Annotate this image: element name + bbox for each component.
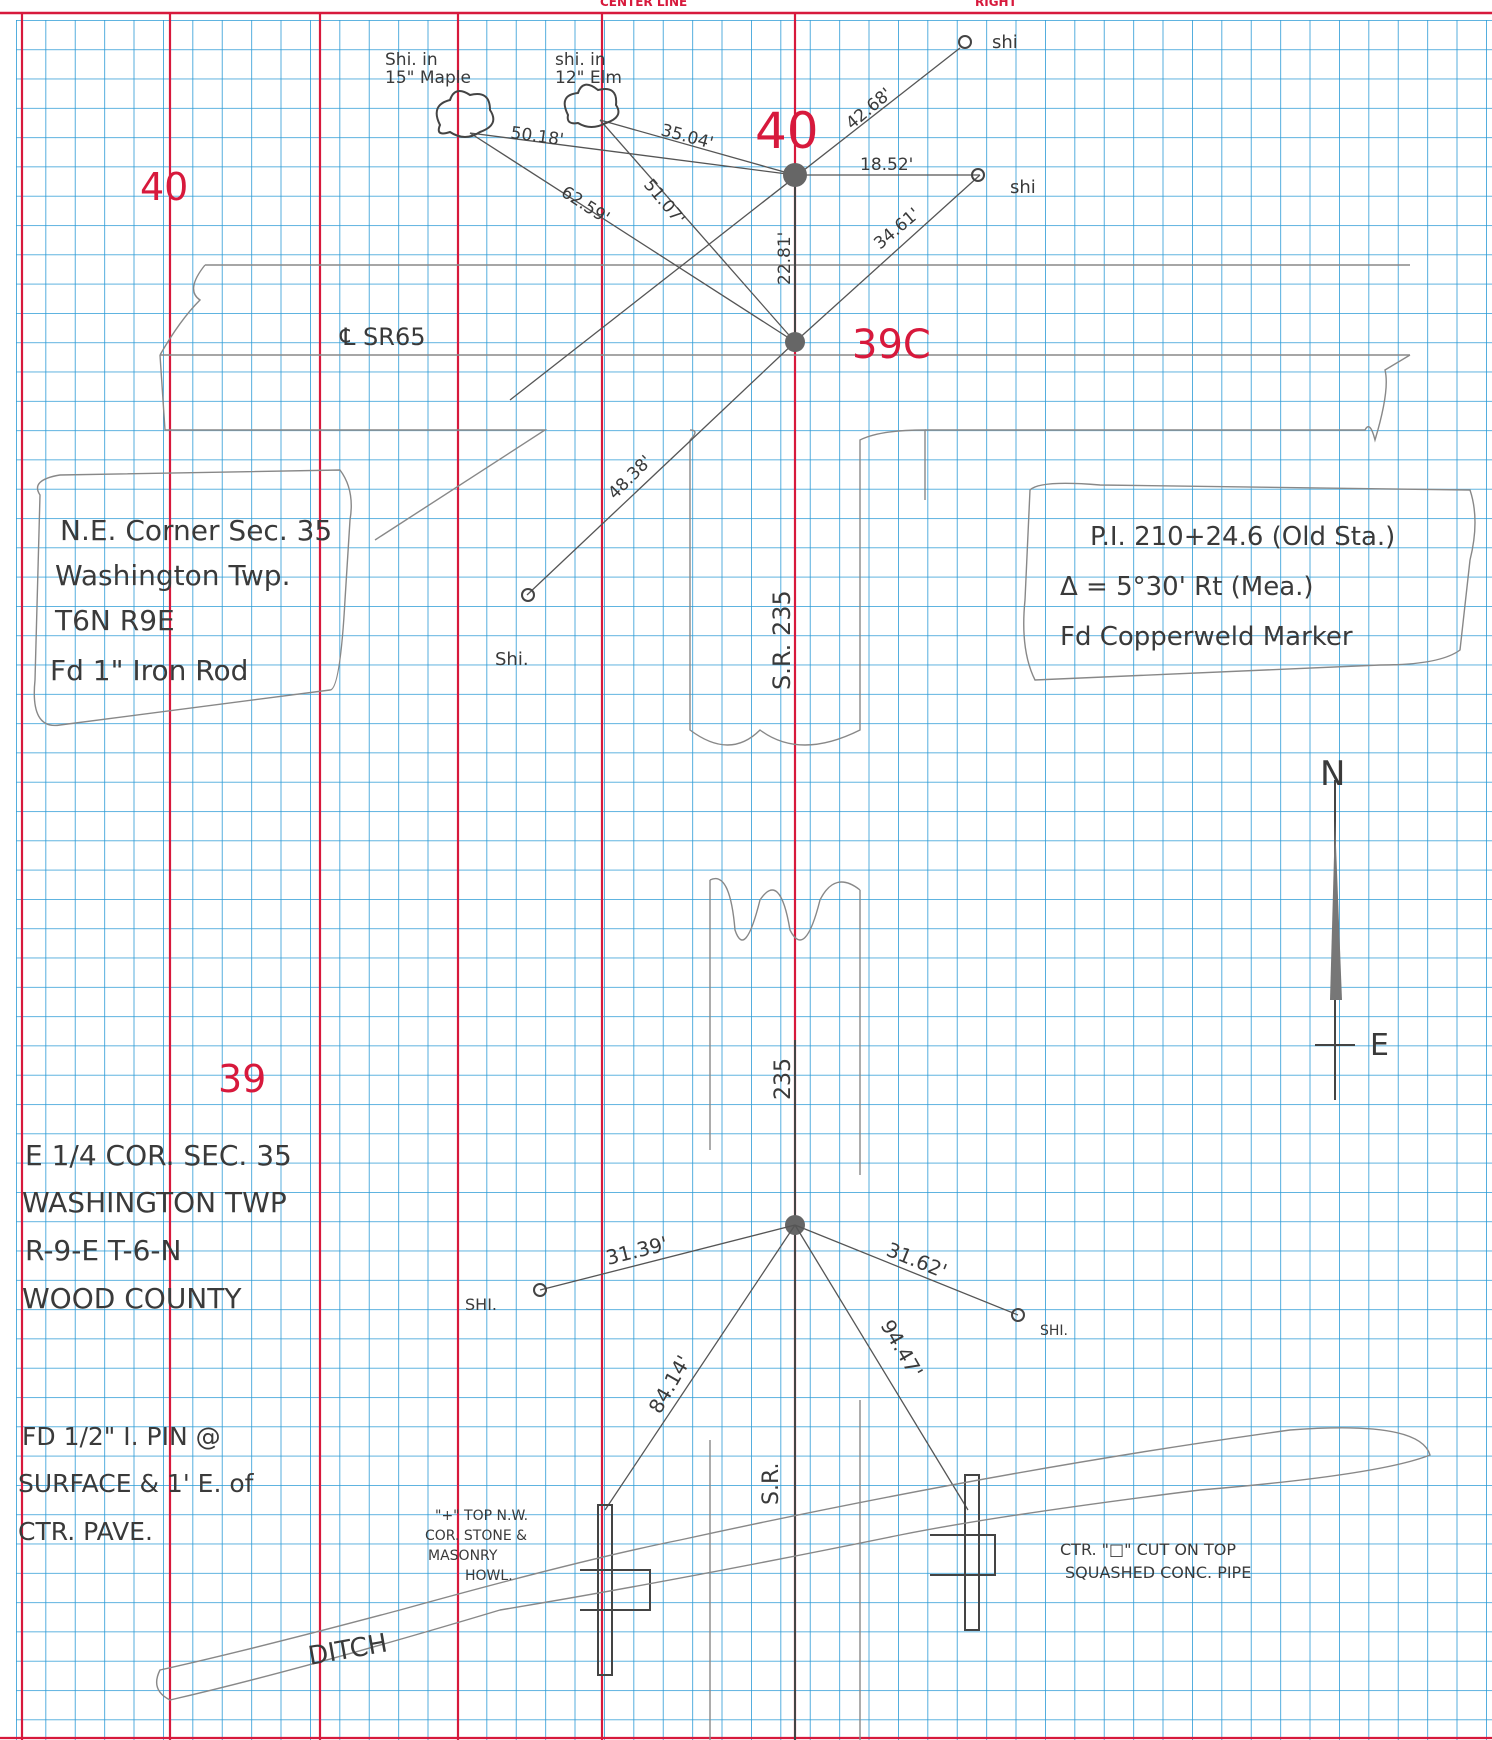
pi-line-1: P.I. 210+24.6 (Old Sta.) [1090,522,1395,552]
e-quarter-line-4: WOOD COUNTY [22,1282,242,1315]
pi-line-2: Δ = 5°30' Rt (Mea.) [1060,572,1314,602]
ne-corner-line-3: T6N R9E [54,604,175,637]
corner-39-sketch [156,877,1431,1740]
station-39-left: 39 [218,1057,266,1101]
pin-line-2: SURFACE & 1' E. of [18,1469,255,1498]
pipe-note-2: SQUASHED CONC. PIPE [1065,1563,1251,1582]
ne-corner-line-2: Washington Twp. [55,559,290,592]
station-39c: 39C [852,322,931,368]
header-center-line: CENTER LINE [600,0,687,9]
road-sr65: ℄ SR65 [339,323,426,351]
east-label: E [1370,1028,1389,1063]
stone-note-2: COR. STONE & [425,1528,527,1544]
pin-line-3: CTR. PAVE. [18,1517,153,1546]
sr-235-label: S.R. 235 [768,590,796,690]
north-arrow: N E [1315,754,1389,1100]
ne-corner-line-1: N.E. Corner Sec. 35 [60,514,332,547]
shi-ne-label: shi [992,32,1018,53]
stone-note-3: MASONRY [428,1548,498,1564]
stone-note-4: HOWL. [465,1568,513,1584]
north-label: N [1320,754,1345,794]
pin-line-1: FD 1/2" I. PIN @ [22,1422,221,1451]
station-40-large: 40 [755,102,819,160]
e-quarter-line-1: E 1/4 COR. SEC. 35 [25,1139,292,1172]
station-40-left: 40 [140,165,188,209]
header: CENTER LINE RIGHT [0,0,1492,15]
e-quarter-line-3: R-9-E T-6-N [25,1234,181,1267]
stone-note-1: "+" TOP N.W. [435,1508,528,1524]
shi-w-label: SHI. [465,1295,497,1314]
header-right: RIGHT [975,0,1018,9]
road-235: 235 [771,1058,796,1100]
shi-e-label: shi [1010,177,1036,198]
pipe-note-1: CTR. "□" CUT ON TOP [1060,1540,1236,1559]
dist-18-52: 18.52' [860,155,913,175]
e-quarter-line-2: WASHINGTON TWP [22,1186,287,1219]
corner-40-sketch [159,35,1411,746]
sr-label-39: S.R. [759,1463,784,1505]
ne-corner-line-4: Fd 1" Iron Rod [50,654,248,687]
shi-sw-label: Shi. [495,649,529,670]
shi-e-label-39: SHI. [1040,1323,1068,1339]
pi-line-3: Fd Copperweld Marker [1060,622,1353,652]
grid-background [16,20,1492,1740]
dist-22-81: 22.81' [775,232,795,285]
